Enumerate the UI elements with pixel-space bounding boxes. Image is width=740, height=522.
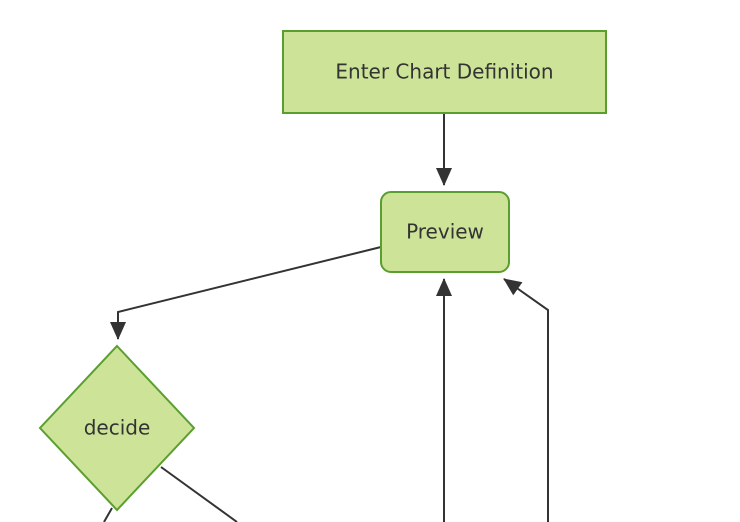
edge-preview-decide [110,246,382,340]
node-decide-label: decide [84,416,151,440]
node-preview[interactable]: Preview [380,191,510,273]
edge-decide-down-left [103,507,113,522]
node-decide[interactable]: decide [38,344,196,512]
edge-decide-down-right [160,466,238,522]
node-enter-chart-definition[interactable]: Enter Chart Definition [282,30,607,114]
edges-layer [103,113,549,522]
node-decide-shape[interactable] [38,344,196,512]
node-preview-shape[interactable] [380,191,510,273]
node-preview-label: Preview [406,220,484,244]
node-enter-chart-definition-label: Enter Chart Definition [335,60,553,84]
node-enter-chart-definition-shape[interactable] [282,30,607,114]
edge-bottom-right-preview [503,278,549,522]
